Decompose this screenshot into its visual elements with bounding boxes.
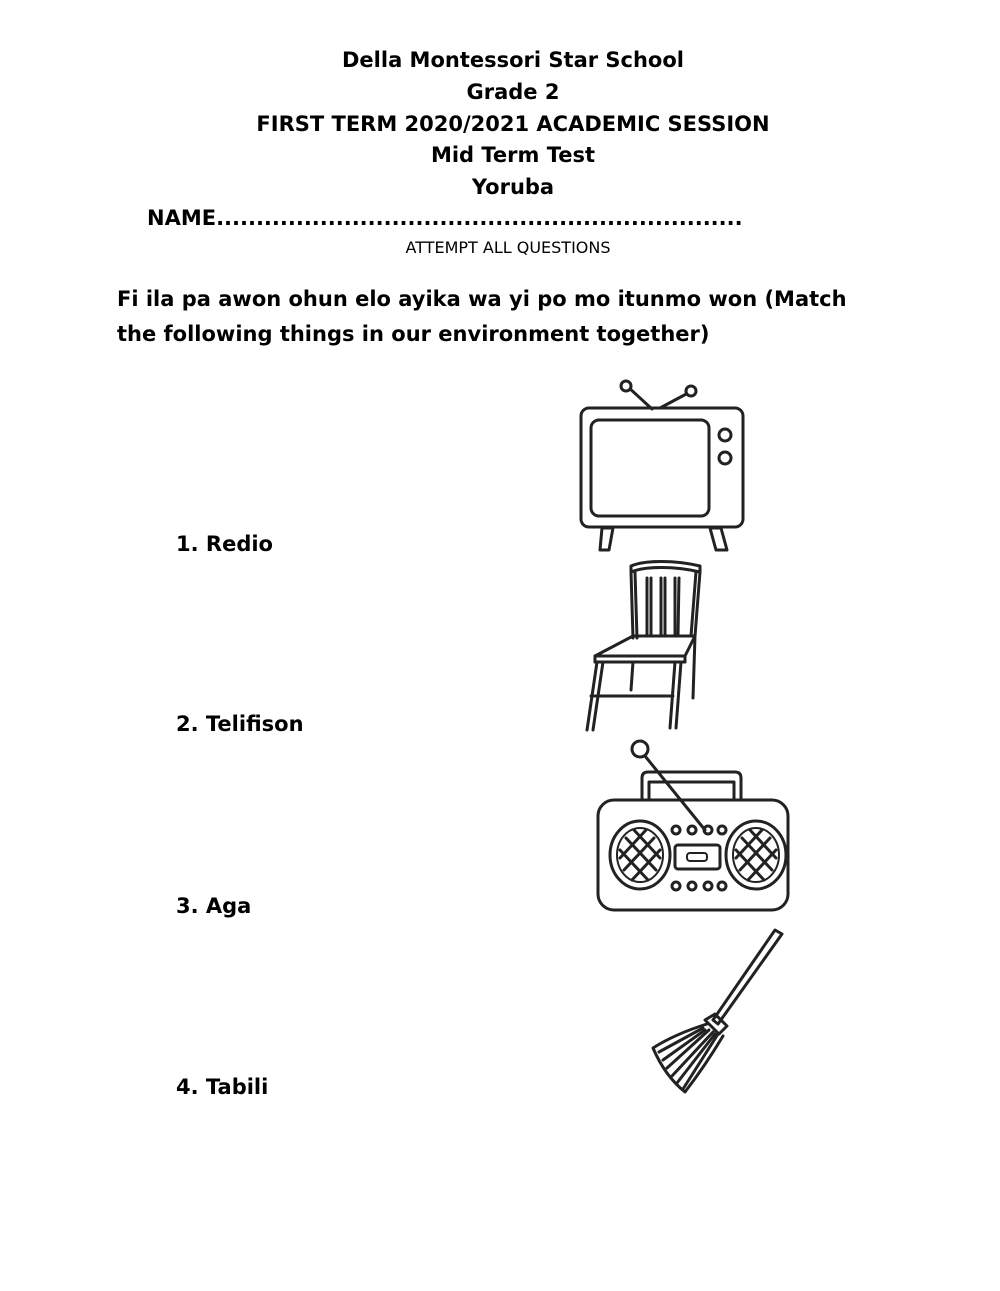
subject-label: Yoruba	[471, 175, 555, 199]
match-item-3[interactable]: 3. Aga	[176, 894, 252, 918]
chair-icon[interactable]	[575, 556, 705, 736]
term-label: FIRST TERM 2020/2021 ACADEMIC SESSION	[256, 112, 770, 136]
match-item-4[interactable]: 4. Tabili	[176, 1075, 269, 1099]
attempt-instruction: ATTEMPT ALL QUESTIONS	[405, 238, 611, 257]
test-label: Mid Term Test	[430, 143, 596, 167]
question-instruction: Fi ila pa awon ohun elo ayika wa yi po m…	[117, 287, 847, 346]
television-icon[interactable]	[570, 376, 750, 554]
name-field[interactable]: NAME....................................…	[147, 206, 743, 230]
match-item-1[interactable]: 1. Redio	[176, 532, 273, 556]
grade-label: Grade 2	[466, 80, 560, 104]
match-item-2[interactable]: 2. Telifison	[176, 712, 304, 736]
school-name: Della Montessori Star School	[342, 48, 684, 72]
radio-icon[interactable]	[590, 738, 790, 913]
broom-icon[interactable]	[645, 926, 790, 1096]
